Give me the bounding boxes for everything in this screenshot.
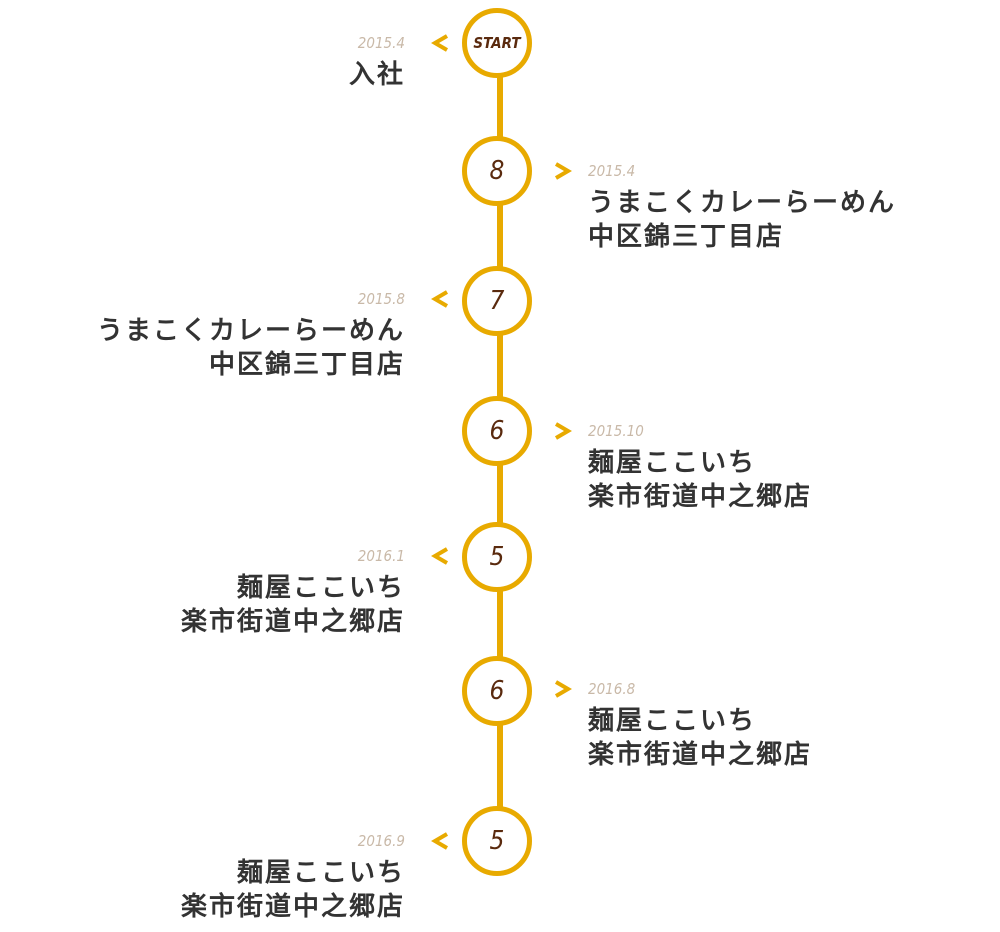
entry-subtitle: 楽市街道中之郷店 [180,607,405,637]
arrow-left-icon [431,290,449,308]
arrow-left-icon [431,34,449,52]
timeline-entry-5: 2016.8 麺屋ここいち 楽市街道中之郷店 [554,678,1000,772]
entry-title: うまこくカレーらーめん [96,316,405,346]
timeline-entry-4: 2016.1 麺屋ここいち 楽市街道中之郷店 [0,545,449,639]
timeline-entry-1: 2015.4 うまこくカレーらーめん 中区錦三丁目店 [554,160,1000,254]
arrow-right-icon [554,422,572,440]
entry-subtitle: 中区錦三丁目店 [588,222,785,252]
timeline-entry-2: 2015.8 うまこくカレーらーめん 中区錦三丁目店 [0,288,449,382]
entry-date: 2016.1 [357,547,405,565]
timeline-node-4: 5 [462,522,532,592]
entry-subtitle: 中区錦三丁目店 [208,350,405,380]
timeline-node-1: 8 [462,136,532,206]
entry-title: 入社 [348,60,405,90]
entry-date: 2015.10 [588,422,644,440]
entry-date: 2016.9 [357,832,405,850]
timeline-node-3: 6 [462,396,532,466]
entry-subtitle: 楽市街道中之郷店 [180,892,405,922]
timeline-node-6: 5 [462,806,532,876]
timeline-entry-3: 2015.10 麺屋ここいち 楽市街道中之郷店 [554,420,1000,514]
timeline-node-2: 7 [462,266,532,336]
timeline-entry-start: 2015.4 入社 [0,32,449,92]
entry-title: 麺屋ここいち [588,706,757,736]
arrow-left-icon [431,547,449,565]
entry-subtitle: 楽市街道中之郷店 [588,482,813,512]
timeline-node-5: 6 [462,656,532,726]
timeline-entry-6: 2016.9 麺屋ここいち 楽市街道中之郷店 [0,830,449,924]
entry-title: うまこくカレーらーめん [588,188,897,218]
arrow-right-icon [554,162,572,180]
entry-title: 麺屋ここいち [236,858,405,888]
entry-date: 2015.8 [357,290,405,308]
timeline-node-start: START [462,8,532,78]
entry-title: 麺屋ここいち [236,573,405,603]
entry-date: 2015.4 [357,34,405,52]
arrow-right-icon [554,680,572,698]
entry-date: 2015.4 [588,162,636,180]
entry-subtitle: 楽市街道中之郷店 [588,740,813,770]
entry-title: 麺屋ここいち [588,448,757,478]
arrow-left-icon [431,832,449,850]
entry-date: 2016.8 [588,680,636,698]
